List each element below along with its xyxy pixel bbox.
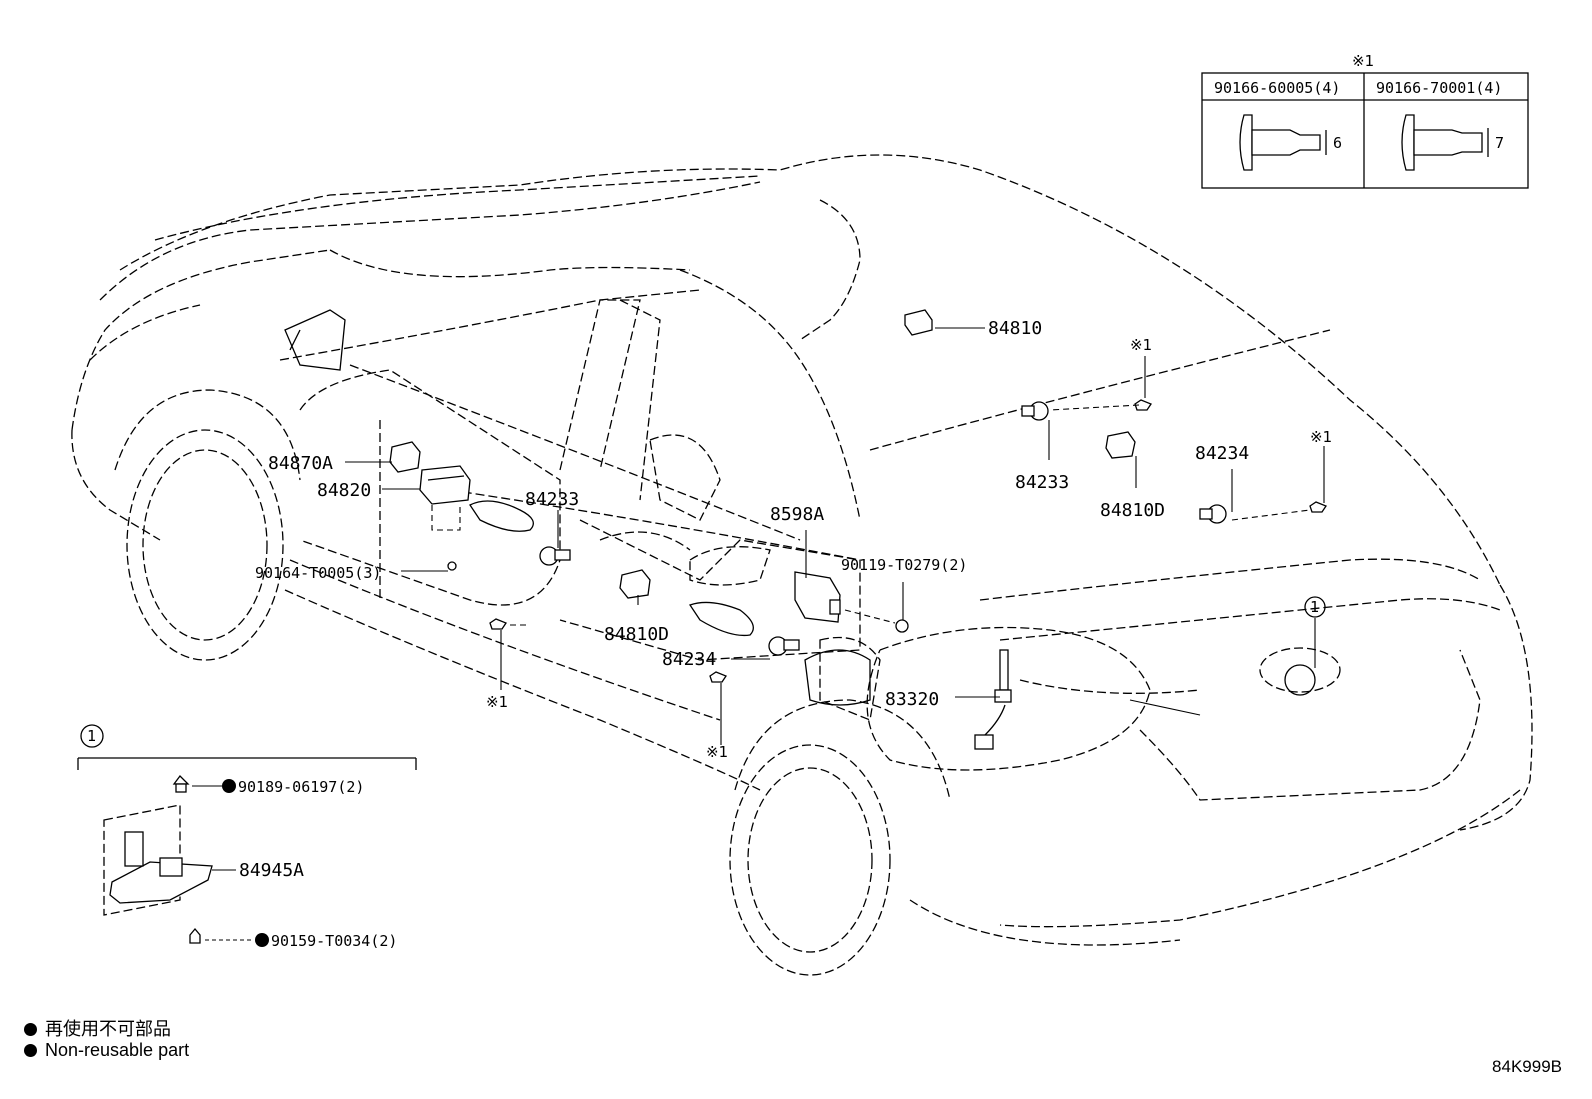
legend-jp: 再使用不可部品 <box>24 1015 171 1041</box>
part-84233-left <box>539 546 571 566</box>
table-title: ※1 <box>1352 52 1374 70</box>
label-84810: 84810 <box>988 318 1042 339</box>
car-body-outline <box>71 154 1533 976</box>
label-84870a: 84870A <box>268 453 333 474</box>
label-8598a: 8598A <box>770 504 824 525</box>
part-84234-right <box>1199 504 1227 524</box>
part-84810 <box>904 309 933 336</box>
bolt-spec-table: ※1 90166-60005(4) 90166-70001(4) 6 7 <box>1201 52 1529 189</box>
label-90189-06197: 90189-06197(2) <box>238 778 364 796</box>
leader-lines <box>345 327 1325 745</box>
part-8598a-module <box>794 571 841 623</box>
label-84233-left: 84233 <box>525 489 579 510</box>
label-84234-right: 84234 <box>1195 443 1249 464</box>
label-90164-t0005: 90164-T0005(3) <box>255 564 381 582</box>
legend-en: Non-reusable part <box>24 1040 189 1061</box>
label-84233-right: 84233 <box>1015 472 1069 493</box>
label-83320: 83320 <box>885 689 939 710</box>
detail-circle-marker: 1 <box>87 727 96 745</box>
label-84234-left: 84234 <box>662 649 716 670</box>
callout-labels: 84810 84870A 84820 90164-T0005(3) 84233 … <box>255 318 1332 761</box>
part-84820-switch <box>419 465 471 505</box>
label-90119-t0279: 90119-T0279(2) <box>841 556 967 574</box>
part-84810d-left <box>619 569 651 599</box>
circle-marker-rear: 1 <box>1310 598 1319 616</box>
label-84810d-right: 84810D <box>1100 500 1165 521</box>
diagram-code: 84K999B <box>1492 1057 1562 1076</box>
part-84234-left <box>768 636 800 656</box>
ref-mark-1a: ※1 <box>1130 336 1152 354</box>
bullet-icon <box>24 1023 37 1036</box>
part-84810d-right <box>1105 431 1136 459</box>
bullet-icon <box>24 1044 37 1057</box>
label-90159-t0034: 90159-T0034(2) <box>271 932 397 950</box>
legend-jp-text: 再使用不可部品 <box>45 1019 171 1039</box>
table-col2-part: 90166-70001(4) <box>1376 79 1502 97</box>
ref-mark-1c: ※1 <box>486 693 508 711</box>
part-83320-sensor <box>974 649 1012 750</box>
label-84810d-left: 84810D <box>604 624 669 645</box>
label-84945a: 84945A <box>239 860 304 881</box>
ref-mark-1d: ※1 <box>706 743 728 761</box>
table-col2-dim: 7 <box>1495 134 1504 152</box>
label-84820: 84820 <box>317 480 371 501</box>
clip-bolts <box>447 399 1327 683</box>
ref-mark-1b: ※1 <box>1310 428 1332 446</box>
legend-en-text: Non-reusable part <box>45 1040 190 1060</box>
table-col1-dim: 6 <box>1333 134 1342 152</box>
detail-group-1: 1 90189-06197(2) 84945A 90159-T0034(2) <box>77 724 417 950</box>
table-col1-part: 90166-60005(4) <box>1214 79 1340 97</box>
part-84233-right <box>1021 401 1049 421</box>
part-84870a <box>389 441 421 473</box>
